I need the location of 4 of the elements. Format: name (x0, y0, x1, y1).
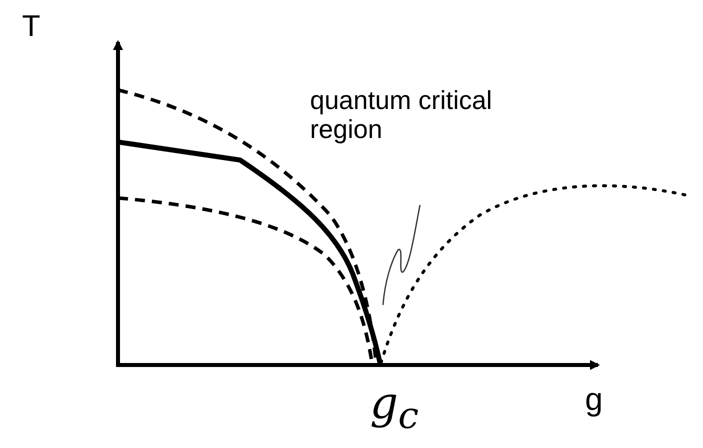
axis-tick-label: g$_{c}$ (370, 382, 419, 434)
axis-label: g (585, 382, 603, 418)
region-label: quantum critical region (310, 86, 494, 144)
axis-label: T (22, 10, 40, 43)
